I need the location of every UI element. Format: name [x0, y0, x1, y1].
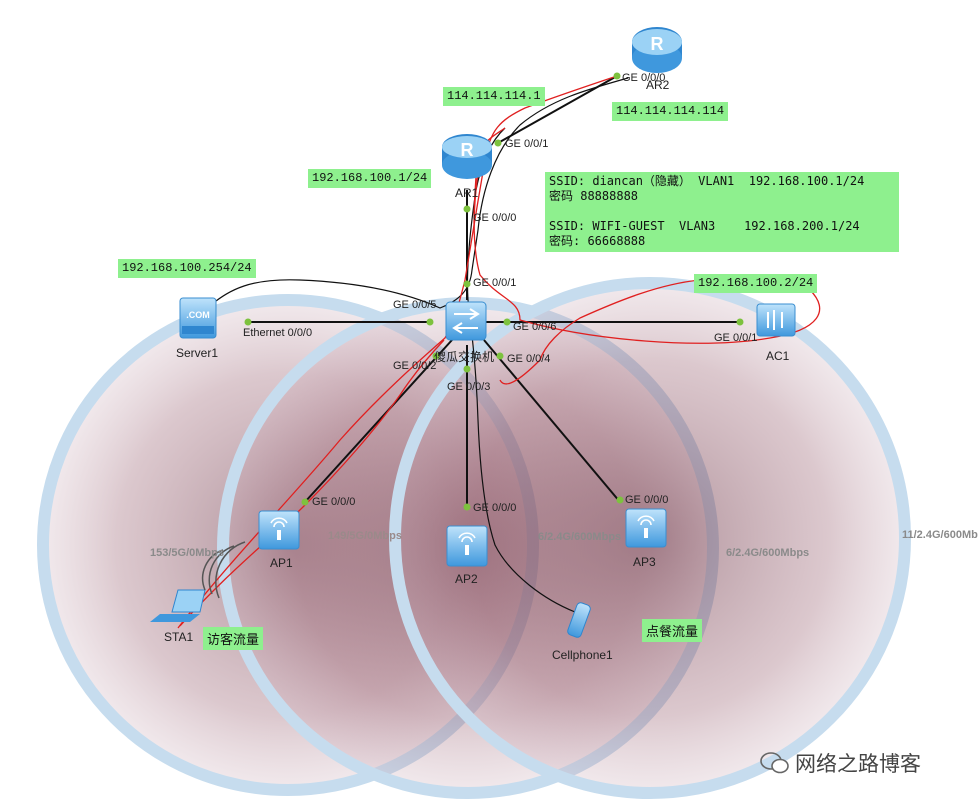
guest-traffic-label: 访客流量: [203, 627, 264, 650]
ar1-name: AR1: [455, 186, 479, 200]
device-switch[interactable]: [445, 301, 487, 341]
flow-ac-loop: [473, 149, 821, 385]
ac-icon: [767, 310, 783, 330]
ssid-line-2: 密码 88888888: [549, 189, 639, 203]
ip-label-server: 192.168.100.254/24: [118, 259, 256, 278]
device-ar1[interactable]: R: [442, 134, 492, 179]
port-ar1-ge000: GE 0/0/0: [473, 212, 517, 224]
ap3-wifi-icon: [637, 515, 655, 526]
path-server-ar2: [211, 77, 629, 309]
rate-ap2-right: 6/2.4G/600Mbps: [538, 531, 622, 543]
ssid-info-box: SSID: diancan（隐藏） VLAN1 192.168.100.1/24…: [545, 172, 899, 252]
link-switch-ap3: [483, 339, 621, 503]
cellphone-icon: [567, 602, 591, 638]
wireless-signal-icon: [201, 541, 246, 599]
phone-name: Cellphone1: [552, 648, 613, 662]
device-phone[interactable]: [567, 602, 592, 639]
port-sw-ge004: GE 0/0/4: [507, 353, 551, 365]
server-glyph: .COM: [186, 310, 210, 320]
device-ap1[interactable]: [258, 510, 300, 550]
ssid-line-1: SSID: diancan（隐藏） VLAN1 192.168.100.1/24: [549, 174, 865, 188]
ar1-glyph: R: [461, 140, 474, 160]
device-server[interactable]: .COM: [179, 297, 217, 339]
device-sta[interactable]: [150, 541, 246, 622]
port-dots: [244, 72, 744, 511]
sta-name: STA1: [164, 630, 194, 644]
ar2-glyph: R: [651, 34, 664, 54]
port-ap1-ge000: GE 0/0/0: [312, 496, 356, 508]
ip-label-ar2-1: 114.114.114.1: [443, 87, 545, 106]
port-sw-ge002: GE 0/0/2: [393, 360, 437, 372]
rate-ap1-right: 149/5G/0Mbps: [328, 530, 402, 542]
port-ar1-ge001: GE 0/0/1: [505, 138, 549, 150]
ip-label-ar2-114: 114.114.114.114: [612, 102, 729, 121]
port-sw-ge003: GE 0/0/3: [447, 381, 491, 393]
port-ap2-ge000: GE 0/0/0: [473, 502, 517, 514]
ssid-line-5: 密码: 66668888: [549, 234, 646, 248]
port-ac-ge001: GE 0/0/1: [714, 332, 758, 344]
ip-label-ac: 192.168.100.2/24: [694, 274, 818, 293]
ap2-name: AP2: [455, 572, 478, 586]
rate-far-right: 11/2.4G/600Mb: [902, 529, 978, 541]
link-switch-ap1: [304, 339, 453, 503]
ap2-wifi-icon: [458, 532, 476, 543]
port-sw-ge006: GE 0/0/6: [513, 321, 557, 333]
rate-ap3-right: 6/2.4G/600Mbps: [726, 547, 810, 559]
server-rack-icon: [182, 326, 214, 334]
switch-arrows-icon: [452, 308, 480, 334]
port-sw-ge001: GE 0/0/1: [473, 277, 517, 289]
ap1-wifi-icon: [270, 517, 288, 528]
port-ap3-ge000: GE 0/0/0: [625, 494, 669, 506]
ssid-line-3: [549, 204, 895, 219]
wechat-icon: [760, 752, 789, 774]
port-sw-ge005: GE 0/0/5: [393, 299, 437, 311]
device-ap2[interactable]: [446, 525, 488, 567]
port-ar2-ge000: GE 0/0/0: [622, 72, 666, 84]
flow-sta-ar2: [177, 74, 621, 629]
port-server-eth: Ethernet 0/0/0: [243, 327, 313, 339]
ar2-name: AR2: [646, 78, 670, 92]
rate-ap1-left: 153/5G/0Mbps: [150, 547, 224, 559]
watermark-text: 网络之路博客: [795, 752, 921, 776]
device-ar2[interactable]: R: [632, 27, 682, 73]
flow-guest-ap1: [179, 339, 445, 627]
ap3-name: AP3: [633, 555, 656, 569]
order-traffic-label: 点餐流量: [642, 619, 703, 642]
switch-name: 傻瓜交换机: [434, 350, 495, 364]
device-ap3[interactable]: [625, 508, 667, 548]
ssid-line-4: SSID: WIFI-GUEST VLAN3 192.168.200.1/24: [549, 219, 860, 233]
ap1-name: AP1: [270, 556, 293, 570]
ip-label-ar1-lan: 192.168.100.1/24: [308, 169, 432, 188]
ac-name: AC1: [766, 349, 790, 363]
device-ac[interactable]: [756, 303, 796, 337]
laptop-icon: [171, 589, 206, 613]
server-name: Server1: [176, 346, 219, 360]
